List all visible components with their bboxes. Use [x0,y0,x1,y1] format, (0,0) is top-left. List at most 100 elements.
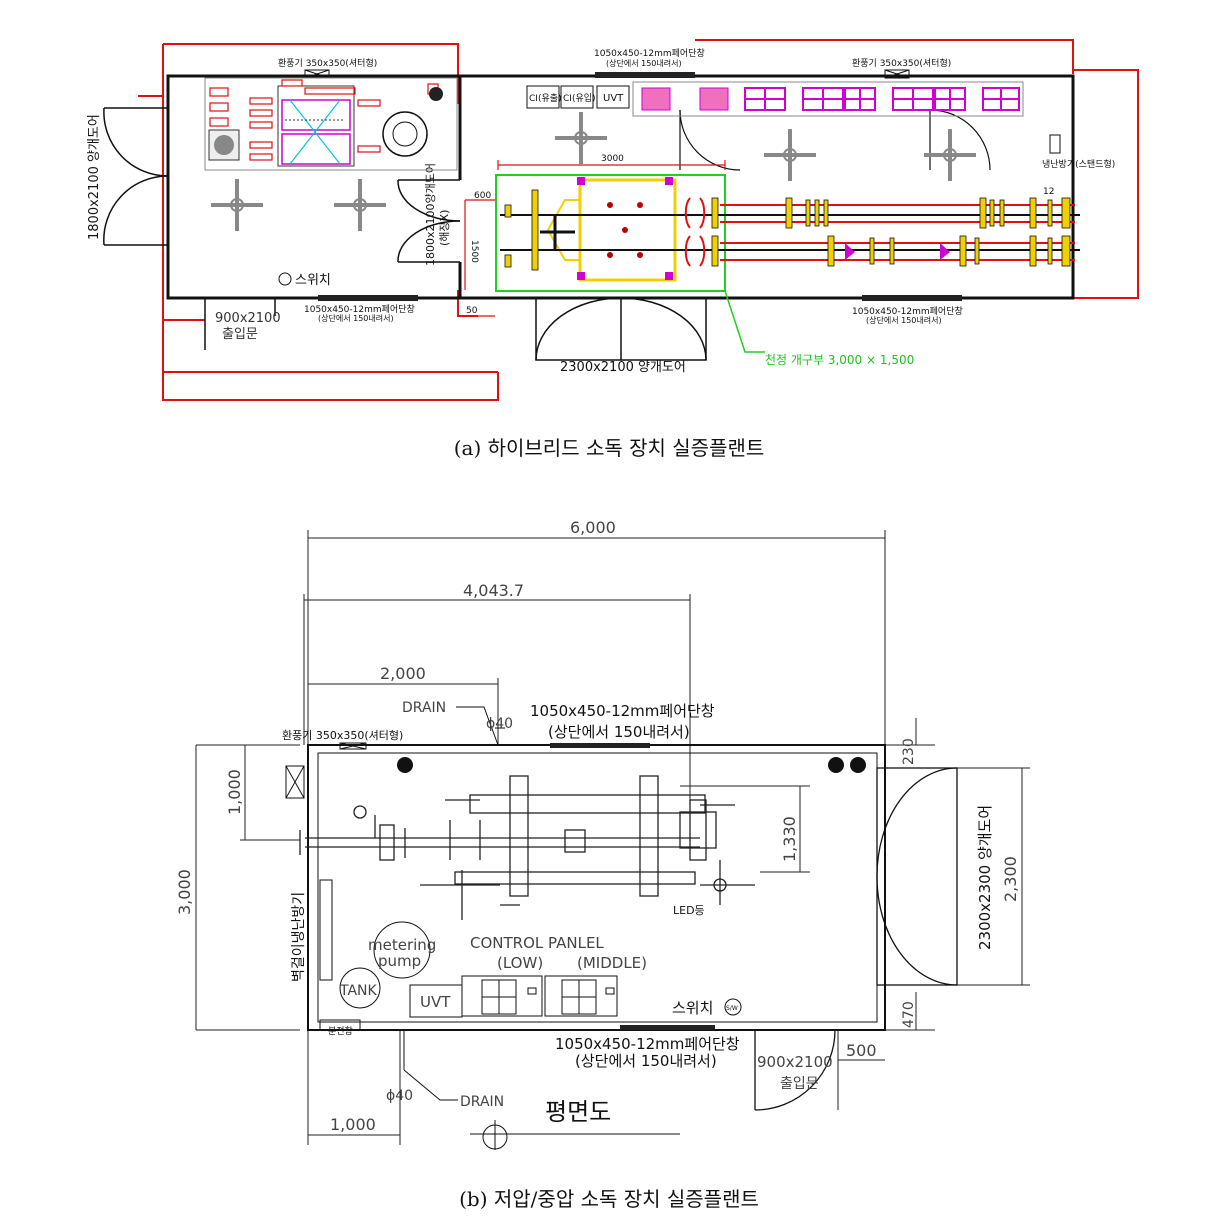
building-inner-b [317,752,878,1023]
vent-left-label: 환풍기 350x350(셔터형) [278,57,377,69]
figure-a-drawing: 1800x2100 양개도어 900x2100 출입문 1800x2100양개도… [87,39,1139,401]
cooler-label-a: 냉난방기(스탠드형) [1042,159,1115,170]
floor-drains-b [397,757,866,773]
window-bottom-label-b: 1050x450-12mm페어단창 [555,1035,740,1053]
lamp-racks-a [632,81,1024,117]
switch-label-a: 스위치 [295,273,331,288]
dim-2000: 2,000 [380,664,426,683]
entry-door-name-b: 출입문 [780,1076,819,1092]
vent-right-label: 환풍기 350x350(셔터형) [852,57,951,69]
cooler-icon-a [1049,134,1061,154]
dim-600-a: 600 [474,191,491,201]
dim-3000-a: 3000 [601,154,624,164]
red-dimensions-a [460,160,726,317]
control-panel-label: CONTROL PANLEL [470,934,604,952]
window-bottom-left-note: (상단에서 150내려서) [318,313,394,323]
window-top-a [595,72,695,78]
window-bottom-right-a [862,295,962,301]
dim-3000-b: 3,000 [175,869,194,915]
metering-pump-circle [373,921,431,979]
phi-top-label: ϕ40 [486,716,513,732]
wall-cooler-icon [319,879,333,981]
phi-bottom-label: ϕ40 [386,1088,413,1104]
tank-label: TANK [339,983,378,999]
window-bottom-left-label: 1050x450-12mm페어단창 [304,304,415,315]
window-bottom-right-label: 1050x450-12mm페어단창 [852,306,963,317]
dim-1500-a: 1500 [469,240,479,263]
door-left-label: 1800x2100 양개도어 [87,114,102,240]
pump-circle-a [382,111,428,157]
window-bottom-right-note: (상단에서 150내려서) [866,315,942,325]
window-top-label-a: 1050x450-12mm페어단창 [594,48,705,59]
bottom-double-door [535,297,707,361]
switch-icon-b [724,998,742,1016]
dim-500: 500 [846,1041,877,1060]
dim-1000-left: 1,000 [225,769,244,815]
window-top-note-b: (상단에서 150내려서) [548,723,690,741]
vent-symbols-a [304,69,910,79]
entry-door-name-a: 출입문 [222,327,258,342]
plan-title: 평면도 [545,1098,611,1126]
window-bottom-b [620,1025,715,1030]
reactor-pipes-b [299,775,755,920]
entry-door-a [204,298,276,350]
drain-bottom-label: DRAIN [460,1094,504,1110]
dim-12-a: 12 [1043,187,1054,197]
dim-1000-bottom: 1,000 [330,1115,376,1134]
caption-b: (b) 저압/중압 소독 장치 실증플랜트 [459,1187,759,1211]
door-inner-label: 1800x2100양개도어 [424,163,437,266]
distribution-box [319,1019,361,1031]
dim-4043: 4,043.7 [463,581,524,600]
window-top-note-a: (상단에서 150내려서) [606,58,682,68]
switch-icon-a [278,272,292,286]
caption-a: (a) 하이브리드 소독 장치 실증플랜트 [453,436,765,460]
drain-top-label: DRAIN [402,700,446,716]
vent-icon-b [285,742,367,799]
control-middle-label: (MIDDLE) [577,954,647,972]
wall-cooler-label: 벽걸이냉난방기 [291,892,307,982]
red-boundary [138,39,1139,401]
left-double-door [103,107,169,246]
dim-230: 230 [901,738,917,765]
door-inner-note: (해장X) [437,210,451,246]
entry-door-size-b: 900x2100 [757,1053,833,1071]
figure-b-drawing: 6,000 4,043.7 2,000 1,000 3,000 1,330 23… [175,518,1030,1150]
dim-50-a: 50 [466,306,478,316]
inner-door-a [397,179,461,263]
ci-out-label: CI(유출) [529,93,562,104]
entry-door-b [754,1029,836,1111]
window-bottom-left-a [318,295,418,301]
instrument-boxes-a [526,85,630,109]
uvt-label-b: UVT [420,993,451,1011]
dimension-lines-b [195,530,1030,1145]
tank-circle-b [339,967,381,1009]
ci-in-label: CI(유입) [563,92,596,104]
drain-bottom [403,1030,458,1101]
reactor-frame-a [500,177,680,282]
control-room-box [204,77,458,171]
dim-470: 470 [901,1001,917,1028]
inner-swing-doors [679,109,991,171]
red-label-boxes-a [209,79,439,161]
right-double-door [876,767,958,986]
led-label: LED등 [673,904,705,917]
ceiling-lights-a [211,112,976,231]
vent-label-b: 환풍기 350x350(셔터형) [282,729,403,742]
window-top-b [550,743,650,748]
opening-label: 천정 개구부 3,000 × 1,500 [765,352,914,367]
door-bottom-label: 2300x2100 양개도어 [560,360,686,375]
control-panels-b [409,975,618,1018]
dim-6000: 6,000 [570,518,616,537]
dim-1330: 1,330 [780,816,799,862]
figure-b: 6,000 4,043.7 2,000 1,000 3,000 1,330 23… [0,490,1218,1190]
window-top-label-b: 1050x450-12mm페어단창 [530,702,715,720]
north-symbol [470,1120,680,1150]
window-bottom-note-b: (상단에서 150내려서) [575,1052,717,1070]
metering-label: metering [368,936,436,954]
control-low-label: (LOW) [497,954,543,972]
door-right-label: 2300x2300 양개도어 [976,805,994,950]
ceiling-opening-box [495,174,726,292]
sw-symbol: S/W [726,1005,738,1012]
control-panel-a [277,85,355,167]
drain-top [456,706,505,746]
